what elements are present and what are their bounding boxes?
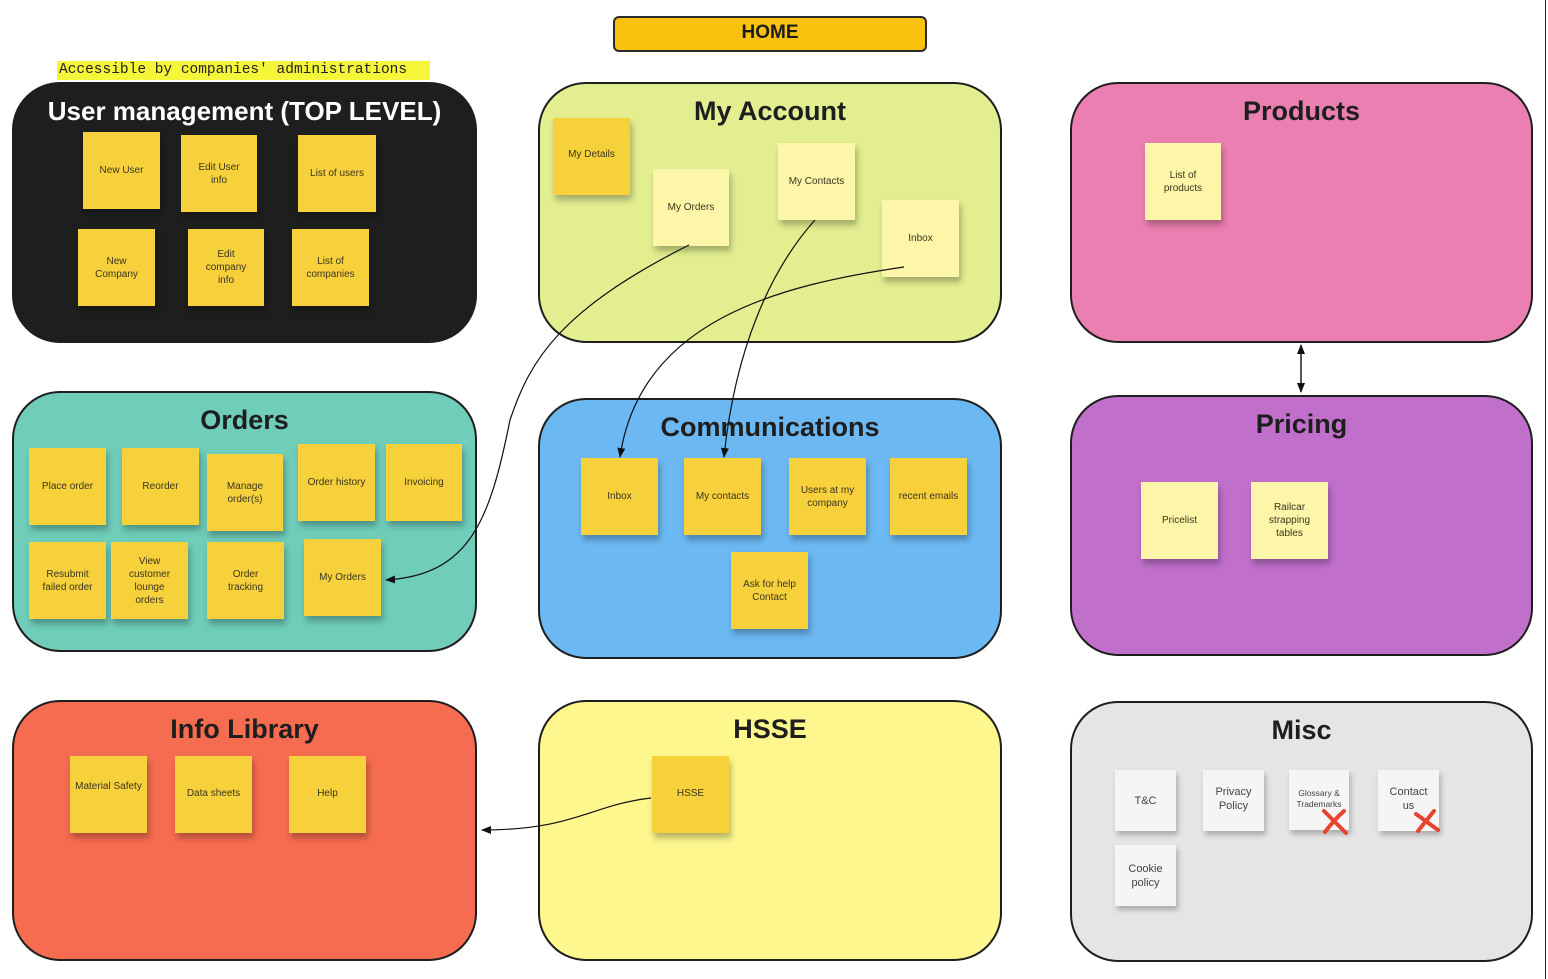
sticky-help[interactable]: Help — [289, 756, 366, 833]
sticky-material-safety[interactable]: Material Safety — [70, 756, 147, 833]
sticky-edit-user-info[interactable]: Edit User info — [181, 135, 257, 212]
frame-title: Orders — [200, 405, 289, 435]
x-mark-icon — [1322, 809, 1348, 835]
frame-title: Info Library — [170, 714, 319, 744]
page-edge-line — [1545, 0, 1546, 979]
sticky-glossary-trademarks[interactable]: Glossary & Trademarks — [1289, 770, 1349, 830]
sticky-my-details[interactable]: My Details — [553, 118, 630, 195]
frame-misc: Misc — [1070, 701, 1533, 962]
sticky-data-sheets[interactable]: Data sheets — [175, 756, 252, 833]
frame-title: HSSE — [733, 714, 807, 744]
access-note-highlight: Accessible by companies' administrations — [57, 61, 430, 80]
sticky-pricelist[interactable]: Pricelist — [1141, 482, 1218, 559]
sticky-resubmit-failed-order[interactable]: Resubmit failed order — [29, 542, 106, 619]
sticky-list-of-companies[interactable]: List of companies — [292, 229, 369, 306]
frame-title: Pricing — [1255, 409, 1348, 439]
frame-title: Communications — [660, 412, 880, 442]
sticky-manage-orders[interactable]: Manage order(s) — [207, 454, 283, 531]
connector-my-contacts-to-communications — [720, 219, 816, 458]
connector-my-orders-to-orders — [385, 244, 690, 584]
sticky-hsse[interactable]: HSSE — [652, 756, 729, 833]
frame-title: My Account — [693, 96, 846, 126]
sticky-my-orders[interactable]: My Orders — [653, 169, 729, 246]
frame-title: Products — [1242, 96, 1361, 126]
sticky-new-company[interactable]: New Company — [78, 229, 155, 306]
sticky-order-tracking[interactable]: Order tracking — [207, 542, 284, 619]
sticky-recent-emails[interactable]: recent emails — [890, 458, 967, 535]
sticky-railcar-strapping-tables[interactable]: Railcar strapping tables — [1251, 482, 1328, 559]
connector-inbox-to-communications — [617, 266, 905, 458]
sticky-tc[interactable]: T&C — [1115, 770, 1176, 831]
sticky-ask-for-help-contact[interactable]: Ask for help Contact — [731, 552, 808, 629]
sticky-place-order[interactable]: Place order — [29, 448, 106, 525]
sticky-view-customer-lounge-orders[interactable]: View customer lounge orders — [111, 542, 188, 619]
sticky-inbox[interactable]: Inbox — [581, 458, 658, 535]
sticky-contact-us[interactable]: Contact us — [1378, 770, 1439, 831]
sticky-users-at-my-company[interactable]: Users at my company — [789, 458, 866, 535]
sticky-list-of-users[interactable]: List of users — [298, 135, 376, 212]
sticky-order-history[interactable]: Order history — [298, 444, 375, 521]
sticky-privacy-policy[interactable]: Privacy Policy — [1203, 770, 1264, 831]
frame-hsse: HSSE — [538, 700, 1002, 961]
x-mark-icon — [1414, 809, 1440, 833]
sticky-my-orders[interactable]: My Orders — [304, 539, 381, 616]
sticky-cookie-policy[interactable]: Cookie policy — [1115, 845, 1176, 906]
sticky-my-contacts[interactable]: My Contacts — [778, 143, 855, 220]
sticky-new-user[interactable]: New User — [83, 132, 160, 209]
frame-title: User management (TOP LEVEL) — [47, 96, 442, 126]
sticky-edit-company-info[interactable]: Edit company info — [188, 229, 264, 306]
home-button[interactable]: HOME — [613, 16, 927, 52]
frame-title: Misc — [1271, 715, 1332, 745]
connector-hsse-to-info-library — [481, 797, 652, 834]
sticky-invoicing[interactable]: Invoicing — [386, 444, 462, 521]
sticky-my-contacts[interactable]: My contacts — [684, 458, 761, 535]
sticky-list-of-products[interactable]: List of products — [1145, 143, 1221, 220]
sticky-inbox[interactable]: Inbox — [882, 200, 959, 277]
sticky-reorder[interactable]: Reorder — [122, 448, 199, 525]
